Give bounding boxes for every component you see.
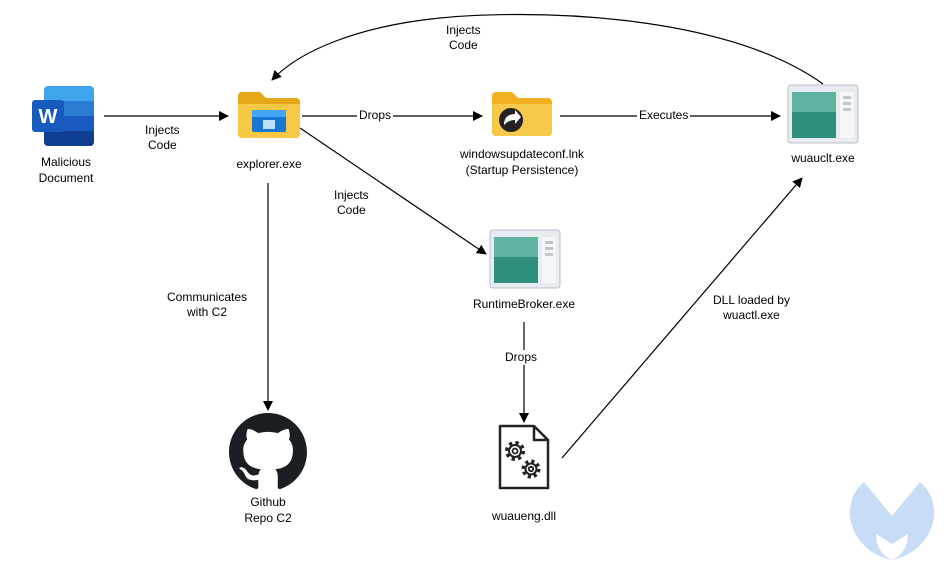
edge-label-wuauclt-to-explorer: Injects Code (444, 23, 483, 53)
malwarebytes-logo-icon (849, 482, 935, 560)
explorer-label: explorer.exe (236, 157, 302, 171)
svg-text:W: W (39, 106, 58, 128)
word-document-icon: W (32, 86, 94, 146)
edge-label-explorer-to-lnk: Drops (357, 108, 394, 123)
edge-dll-to-wuauclt (561, 177, 803, 459)
edge-explorer-to-runtime (299, 127, 487, 255)
application-window-icon (489, 229, 561, 289)
wuauclt-label: wuauclt.exe (791, 151, 855, 165)
github-icon (229, 413, 307, 490)
startup-lnk-label: windowsupdateconf.lnk (Startup Persisten… (459, 147, 585, 177)
edge-wuauclt-to-explorer (271, 13, 824, 85)
shortcut-folder-icon (492, 92, 552, 136)
edge-label-dll-to-wuauclt: DLL loaded by wuactl.exe (711, 293, 792, 323)
wuaueng-label: wuaueng.dll (491, 509, 557, 523)
edge-label-lnk-to-wuauclt: Executes (637, 108, 691, 123)
edge-label-doc-to-explorer: Injects Code (143, 123, 182, 153)
edge-label-runtime-to-dll: Drops (503, 350, 540, 365)
edge-label-explorer-to-github: Communicates with C2 (165, 290, 250, 320)
file-explorer-icon (238, 92, 300, 138)
edge-label-explorer-to-runtime: Injects Code (332, 188, 371, 218)
dll-file-gears-icon (498, 424, 550, 490)
application-window-icon (787, 84, 859, 144)
github-label: Github Repo C2 (244, 495, 292, 525)
runtime-broker-label: RuntimeBroker.exe (472, 297, 576, 311)
malicious-document-label: Malicious Document (38, 155, 94, 185)
